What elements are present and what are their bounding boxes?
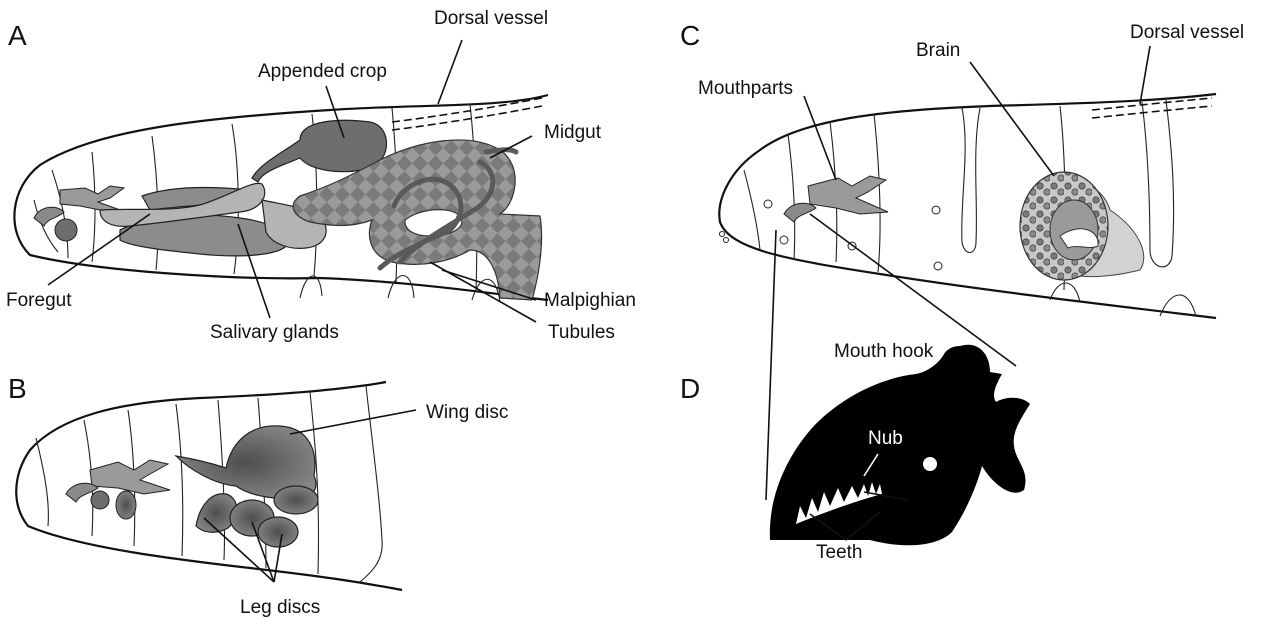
label-mouth-hook: Mouth hook	[834, 341, 934, 362]
label-foregut: Foregut	[6, 290, 72, 311]
label-malpighian: Malpighian	[544, 290, 636, 311]
mouth-hook-hole	[923, 457, 937, 471]
label-midgut: Midgut	[544, 122, 602, 143]
panel-d: D Mouth hook Nub Teeth	[680, 341, 1030, 563]
label-mouthparts: Mouthparts	[698, 78, 793, 99]
label-nub: Nub	[868, 428, 903, 449]
label-wing-disc: Wing disc	[426, 402, 508, 423]
label-teeth: Teeth	[816, 542, 862, 563]
panel-c-labels: Dorsal vessel Brain Mouthparts	[698, 22, 1244, 99]
leg-disc	[274, 486, 318, 514]
panel-c-letter: C	[680, 20, 700, 51]
label-dorsal-vessel-a: Dorsal vessel	[434, 8, 548, 29]
label-leg-discs: Leg discs	[240, 597, 320, 618]
label-appended-crop: Appended crop	[258, 61, 387, 82]
panel-d-letter: D	[680, 373, 700, 404]
leg-disc	[258, 517, 298, 547]
label-brain: Brain	[916, 40, 960, 61]
label-salivary-glands: Salivary glands	[210, 322, 339, 343]
panel-b-letter: B	[8, 373, 27, 404]
panel-b: B	[8, 373, 508, 618]
panel-a-letter: A	[8, 20, 27, 51]
panel-a: A	[6, 8, 636, 343]
label-dorsal-vessel-c: Dorsal vessel	[1130, 22, 1244, 43]
label-tubules: Tubules	[548, 322, 615, 343]
